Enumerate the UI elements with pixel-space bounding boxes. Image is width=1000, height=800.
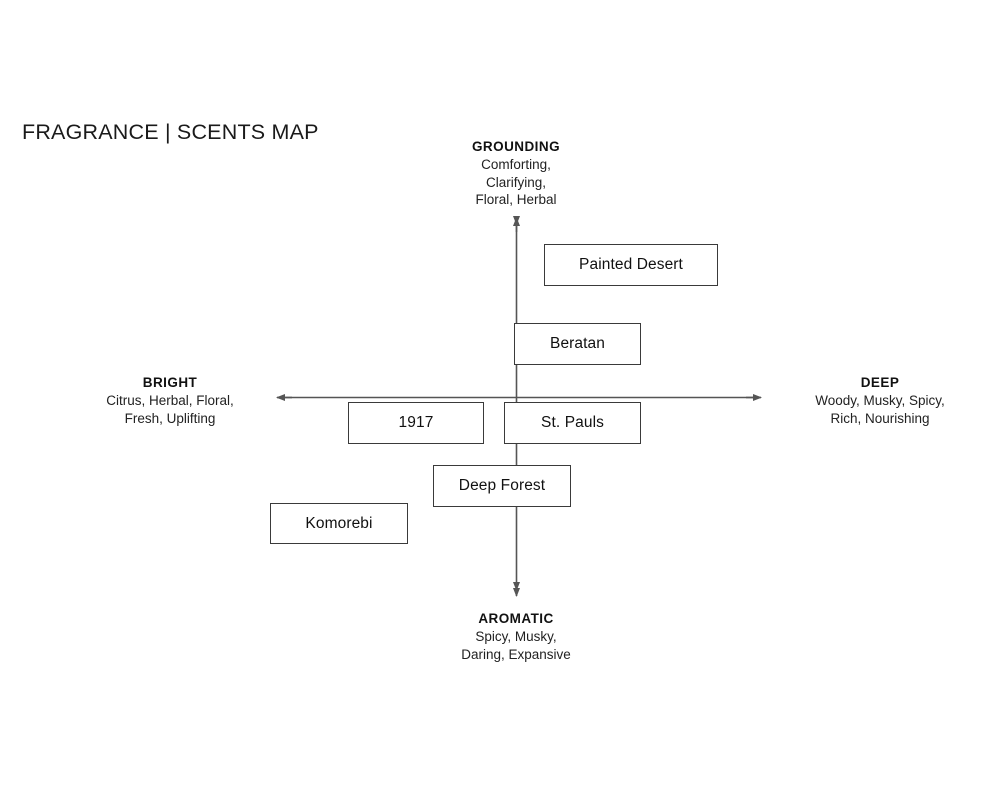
scent-box[interactable]: Beratan (514, 323, 641, 365)
scent-box-label: 1917 (398, 414, 434, 431)
axis-pole-deep-description: Woody, Musky, Spicy, Rich, Nourishing (815, 392, 945, 426)
axis-pole-aromatic-label: AROMATIC (478, 611, 554, 626)
axis-pole-bright: BRIGHT Citrus, Herbal, Floral, Fresh, Up… (60, 374, 280, 427)
axis-pole-bright-label: BRIGHT (142, 375, 198, 390)
scent-box[interactable]: Painted Desert (544, 244, 718, 286)
axis-pole-grounding: GROUNDING Comforting, Clarifying, Floral… (396, 138, 636, 209)
axis-pole-deep: DEEP Woody, Musky, Spicy, Rich, Nourishi… (770, 374, 990, 427)
axis-pole-aromatic: AROMATIC Spicy, Musky, Daring, Expansive (396, 610, 636, 663)
scent-box-label: Deep Forest (458, 477, 546, 494)
scent-box-label: Beratan (550, 335, 605, 352)
axis-pole-bright-description: Citrus, Herbal, Floral, Fresh, Uplifting (106, 392, 234, 426)
axis-pole-grounding-label: GROUNDING (471, 139, 561, 154)
page-title: FRAGRANCE | SCENTS MAP (22, 120, 319, 144)
scent-box-label: St. Pauls (541, 414, 604, 431)
scent-box[interactable]: Komorebi (270, 503, 408, 544)
scent-box[interactable]: Deep Forest (433, 465, 571, 507)
scent-box[interactable]: 1917 (348, 402, 484, 444)
axis-pole-aromatic-description: Spicy, Musky, Daring, Expansive (461, 628, 571, 662)
scent-box[interactable]: St. Pauls (504, 402, 641, 444)
axis-pole-grounding-description: Comforting, Clarifying, Floral, Herbal (475, 156, 557, 208)
scent-box-label: Komorebi (305, 514, 373, 532)
scent-box-label: Painted Desert (579, 256, 683, 273)
axis-pole-deep-label: DEEP (860, 375, 900, 390)
